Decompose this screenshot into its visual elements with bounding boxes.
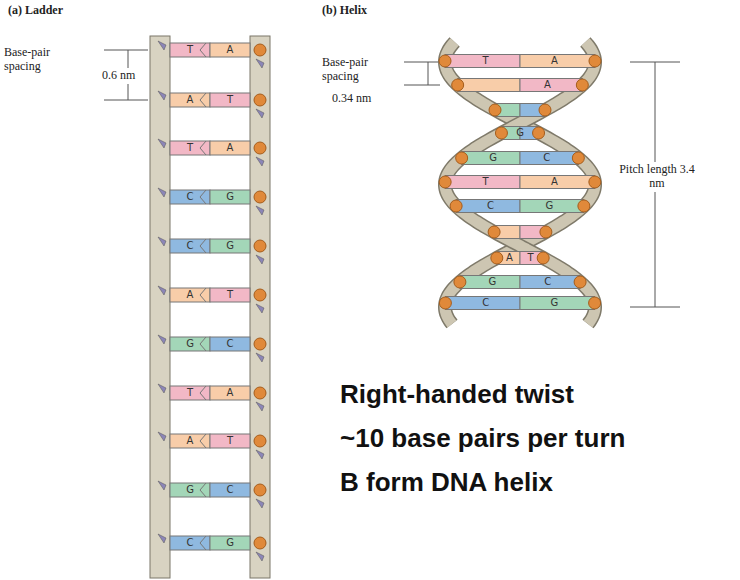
base-pair (158, 139, 266, 166)
base-pair (158, 91, 266, 118)
base-letter: T (187, 388, 193, 398)
base-letter: A (187, 290, 194, 300)
base-pair (489, 104, 551, 117)
base-letter: A (227, 143, 234, 153)
base-letter: T (528, 253, 534, 263)
note-text: ~10 base pairs per turn (340, 424, 625, 453)
backbone-strand (445, 42, 595, 324)
base-letter: G (489, 153, 497, 163)
base-letter: T (227, 95, 233, 105)
note-text: B form DNA helix (340, 468, 553, 497)
base-pair (491, 252, 549, 265)
backbone-strand (445, 42, 595, 324)
base-pair (439, 55, 601, 68)
panel-title: (b) Helix (322, 4, 367, 18)
backbone-rail (250, 36, 270, 578)
base-pair (456, 152, 585, 165)
dimension-value: 0.34 nm (332, 92, 371, 106)
panel-title: (a) Ladder (8, 4, 63, 18)
dimension-label: Base-pair spacing (322, 56, 386, 84)
base-pair (158, 41, 266, 68)
base-letter: A (187, 95, 194, 105)
base-letter: C (487, 201, 494, 211)
base-letter: T (483, 177, 489, 187)
base-letter: G (226, 241, 234, 251)
base-letter: A (506, 253, 513, 263)
base-pair (158, 286, 266, 313)
backbone-rail (150, 36, 170, 578)
base-pair (158, 188, 266, 215)
base-letter: A (544, 80, 551, 90)
base-letter: G (488, 277, 496, 287)
dimension-label: Base-pair spacing (4, 46, 68, 74)
dimension-value: 0.6 nm (100, 68, 137, 84)
dimension-lines (104, 50, 680, 307)
base-pair (158, 534, 266, 561)
note-text: Right-handed twist (340, 380, 574, 409)
base-letter: T (187, 143, 193, 153)
base-letter: C (187, 538, 194, 548)
ladder (150, 36, 270, 578)
base-letter: T (187, 45, 193, 55)
base-letter: A (551, 56, 558, 66)
base-letter: T (482, 56, 488, 66)
base-pair (158, 432, 266, 459)
base-letter: G (226, 192, 234, 202)
base-pair (158, 384, 266, 411)
base-letter: G (546, 201, 554, 211)
base-letter: T (227, 436, 233, 446)
base-letter: C (543, 153, 550, 163)
base-pair (439, 176, 601, 189)
base-pair (158, 335, 266, 362)
base-letter: A (187, 436, 194, 446)
base-letter: G (186, 339, 194, 349)
base-letter: G (186, 485, 194, 495)
backbone-strand (445, 42, 595, 324)
base-pair (454, 276, 586, 289)
base-pair (495, 127, 544, 140)
base-letter: T (227, 290, 233, 300)
base-letter: A (227, 388, 234, 398)
base-letter: G (226, 538, 234, 548)
base-pair (158, 237, 266, 264)
helix (439, 42, 601, 324)
backbone-strand (445, 42, 595, 324)
base-letter: G (516, 128, 524, 138)
base-letter: C (482, 298, 489, 308)
base-letter: C (227, 339, 234, 349)
base-letter: G (550, 298, 558, 308)
base-letter: C (187, 241, 194, 251)
base-letter: C (187, 192, 194, 202)
base-pair (439, 297, 600, 310)
base-letter: A (227, 45, 234, 55)
base-letter: C (544, 277, 551, 287)
base-pair (158, 481, 266, 508)
base-pair (488, 226, 552, 239)
base-letter: A (551, 177, 558, 187)
base-pair (450, 200, 590, 213)
base-pair (452, 79, 589, 92)
base-letter: C (227, 485, 234, 495)
dimension-label: Pitch length 3.4 nm (617, 162, 697, 192)
